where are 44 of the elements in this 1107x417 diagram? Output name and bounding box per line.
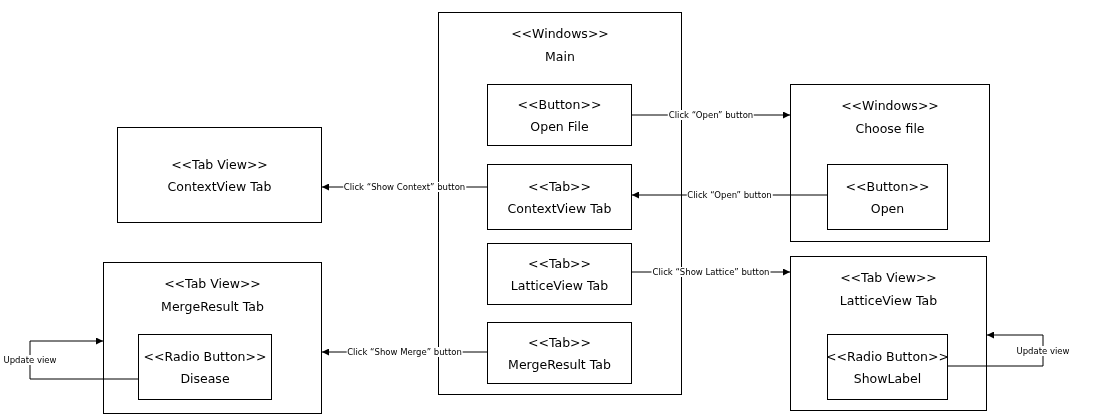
node-title: ContextView Tab (167, 178, 272, 194)
edge-label: Click “Show Lattice” button (651, 267, 771, 277)
stereotype-label: <<Windows>> (511, 26, 609, 41)
stereotype-label: <<Tab>> (527, 178, 592, 194)
tab-box (487, 243, 632, 305)
stereotype-label: <<Tab View>> (840, 270, 937, 285)
tab-box (487, 164, 632, 230)
edge-label: Click “Open” button (667, 110, 755, 120)
stereotype-label: <<Tab>> (527, 334, 592, 350)
button-box (827, 164, 948, 230)
tab-box (487, 322, 632, 384)
node-title: ShowLabel (853, 370, 922, 386)
edge-label: Update view (1015, 345, 1071, 356)
edge-label: Update view (2, 355, 58, 365)
stereotype-label: <<Tab View>> (164, 276, 261, 291)
radio-button-box (827, 334, 948, 400)
tab-view-panel (790, 256, 987, 411)
button-box (487, 84, 632, 146)
stereotype-label: <<Tab>> (527, 255, 592, 271)
node-title: LatticeView Tab (839, 293, 938, 308)
node-title: Open (870, 200, 905, 216)
node-title: Disease (180, 370, 230, 386)
stereotype-label: <<Button>> (517, 96, 602, 112)
tab-view-panel (117, 127, 322, 223)
radio-button-box (138, 334, 272, 400)
node-title: Choose file (855, 121, 925, 136)
tab-view-panel (103, 262, 322, 414)
window-panel (790, 84, 990, 242)
stereotype-label: <<Radio Button>> (826, 348, 949, 364)
stereotype-label: <<Tab View>> (171, 156, 268, 172)
stereotype-label: <<Radio Button>> (143, 348, 267, 364)
node-title: LatticeView Tab (510, 277, 609, 293)
stereotype-label: <<Windows>> (841, 98, 939, 113)
node-title: ContextView Tab (507, 200, 612, 216)
arrow (947, 331, 1044, 367)
node-title: Main (545, 49, 575, 64)
stereotype-label: <<Button>> (845, 178, 930, 194)
edge-label: Click “Show Merge” button (346, 347, 463, 357)
node-title: MergeResult Tab (508, 356, 611, 372)
node-title: Open File (530, 118, 589, 134)
edge-label: Click “Show Context” button (342, 182, 467, 192)
edge-label: Click “Open” button (686, 190, 773, 200)
node-title: MergeResult Tab (161, 299, 264, 314)
arrow (29, 337, 139, 380)
